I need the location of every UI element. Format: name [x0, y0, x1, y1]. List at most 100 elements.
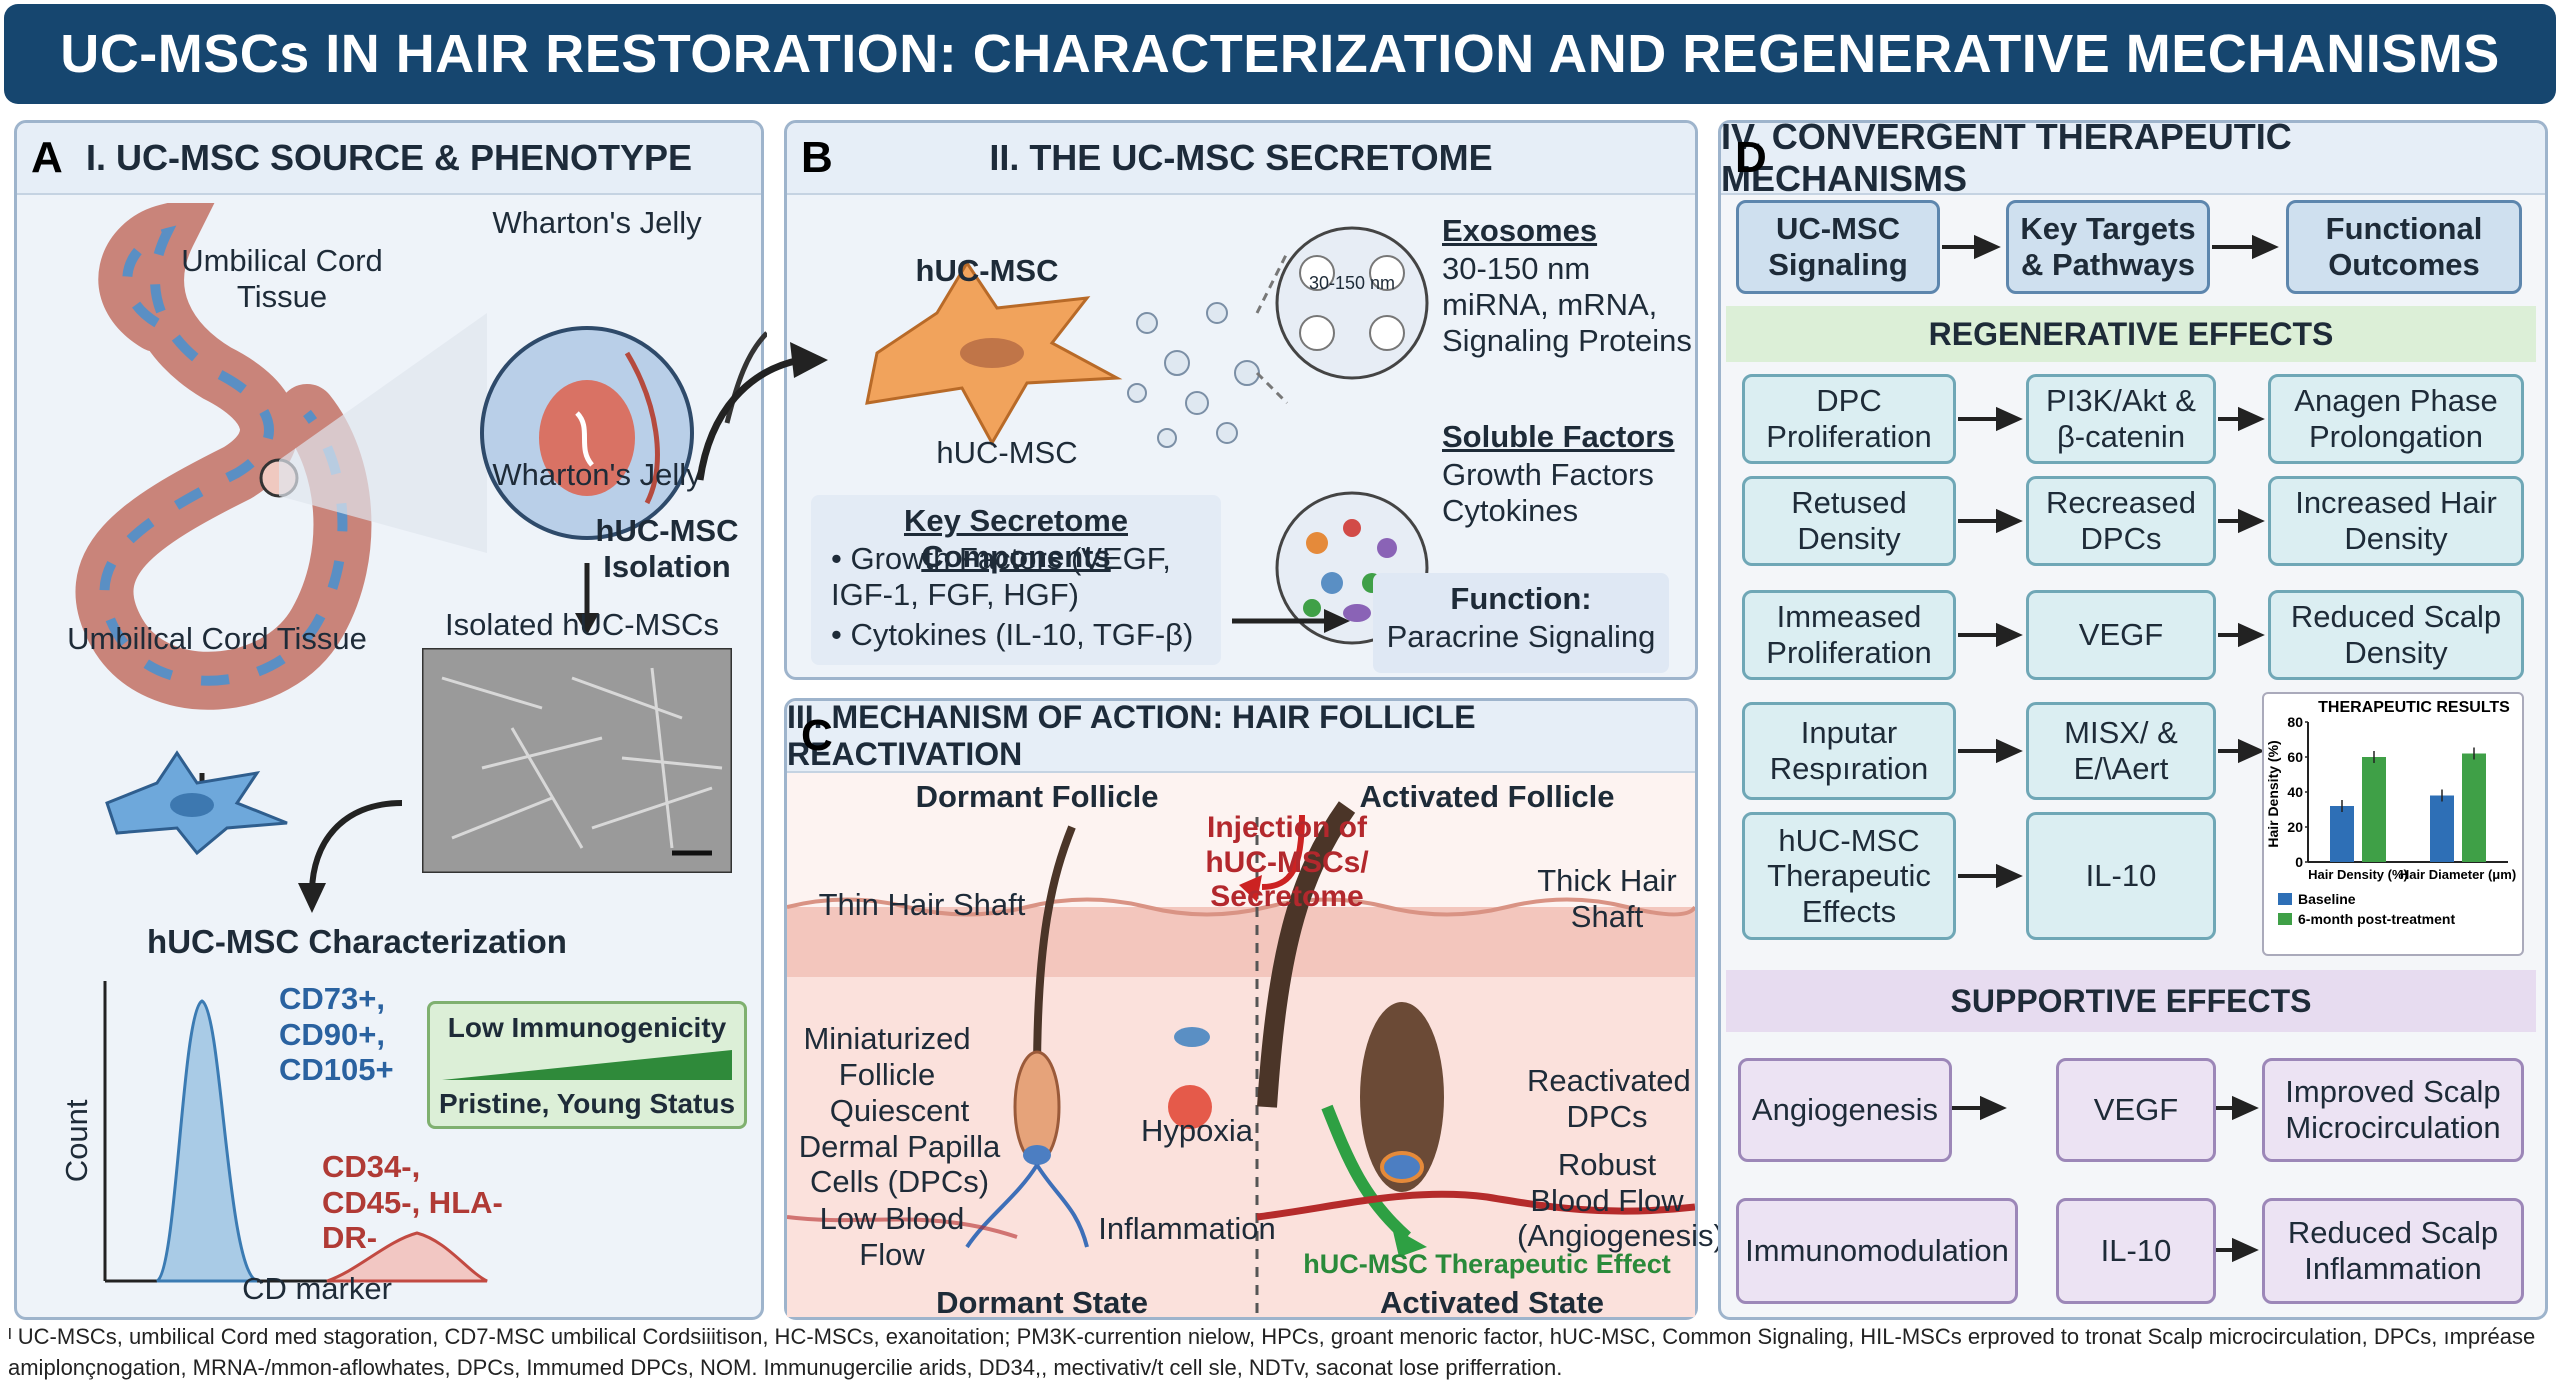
isolation-label: hUC-MSC Isolation — [595, 513, 739, 584]
support-outcome-0: Improved Scalp Microcirculation — [2262, 1058, 2524, 1162]
regen-signal-0: DPC Proliferation — [1742, 374, 1956, 464]
chart-ytick: 60 — [2287, 749, 2303, 765]
chart-legend-swatch — [2278, 913, 2292, 925]
function-desc: Paracrine Signaling — [1386, 619, 1656, 654]
status-label: Pristine, Young Status — [438, 1088, 736, 1119]
chart-ytick: 80 — [2287, 714, 2303, 730]
regen-target-4: IL-10 — [2026, 812, 2216, 940]
panel-c-letter: C — [801, 711, 833, 760]
key-components-title: Key Secretome Components — [903, 503, 1128, 574]
secretome-illustration — [865, 226, 1429, 448]
hypoxia-label: Hypoxia — [1141, 1113, 1253, 1148]
characterization-title: hUC-MSC Characterization — [147, 923, 567, 960]
panel-c-title: III. MECHANISM OF ACTION: HAIR FOLLICLE … — [787, 699, 1695, 773]
curved-arrow-a — [298, 800, 403, 913]
cd-marker-axis-label: CD marker — [242, 1271, 392, 1306]
regen-target-0: PI3K/Akt & β-catenin — [2026, 374, 2216, 464]
regen-target-2: VEGF — [2026, 590, 2216, 680]
follicle-illustration — [787, 801, 1695, 1317]
whartons-jelly-top-label: Wharton's Jelly — [492, 205, 702, 240]
main-title: UC-MSCs IN HAIR RESTORATION: CHARACTERIZ… — [60, 24, 2500, 84]
support-target-1: IL-10 — [2056, 1198, 2216, 1304]
exosomes-title: Exosomes — [1442, 213, 1598, 248]
supportive-band: SUPPORTIVE EFFECTS — [1726, 970, 2536, 1032]
regen-signal-4: hUC-MSC Therapeutic Effects — [1742, 812, 1956, 940]
miniaturized-label: Miniaturized Follicle — [803, 1021, 971, 1092]
whartons-jelly-bottom-label: Wharton's Jelly — [492, 457, 702, 492]
panel-b-letter: B — [801, 133, 833, 182]
chart-category-label: Hair Density (%) — [2308, 867, 2408, 882]
support-signal-1: Immunomodulation — [1736, 1198, 2018, 1304]
activated-state-label: Activated State — [1380, 1285, 1604, 1320]
chart-bar — [2330, 806, 2354, 862]
quiescent-label: Quiescent Dermal Papilla Cells (DPCs) — [798, 1093, 1001, 1200]
injection-label: Injection of hUC-MSCs/ Secretome — [1205, 811, 1369, 913]
regen-outcome-2: Reduced Scalp Density — [2268, 590, 2524, 680]
panel-b-title: II. THE UC-MSC SECRETOME — [787, 123, 1695, 195]
chart-legend-label: Baseline — [2298, 891, 2356, 907]
main-title-banner: UC-MSCs IN HAIR RESTORATION: CHARACTERIZ… — [4, 4, 2556, 104]
panel-d-title: IV. CONVERGENT THERAPEUTIC MECHANISMS — [1721, 116, 2545, 199]
low-blood-flow-label: Low Blood Flow — [819, 1201, 965, 1272]
key-components-box: Key Secretome Components • Growth Factor… — [811, 495, 1221, 665]
function-box: Function: Paracrine Signaling — [1373, 573, 1669, 673]
key-component-cytokines: • Cytokines (IL-10, TGF-β) — [831, 617, 1194, 652]
header-outcomes: Functional Outcomes — [2286, 200, 2522, 294]
immunogenicity-label: Low Immunogenicity — [447, 1012, 727, 1043]
exosomes-size: 30-150 nm — [1442, 251, 1591, 286]
immunogenicity-wedge — [442, 1050, 732, 1080]
support-outcome-1: Reduced Scalp Inflammation — [2262, 1198, 2524, 1304]
panel-b: II. THE UC-MSC SECRETOME B hUC-MSC hUC-M… — [784, 120, 1698, 680]
regenerative-band: REGENERATIVE EFFECTS — [1726, 306, 2536, 362]
chart-ytick: 20 — [2287, 819, 2303, 835]
thick-shaft-label: Thick Hair Shaft — [1537, 863, 1677, 934]
soluble-factors-title: Soluble Factors — [1442, 419, 1675, 454]
dormant-state-label: Dormant State — [936, 1285, 1148, 1320]
regen-outcome-1: Increased Hair Density — [2268, 476, 2524, 566]
panel-a-title: I. UC-MSC SOURCE & PHENOTYPE — [17, 123, 761, 195]
panel-a: I. UC-MSC SOURCE & PHENOTYPE A Umbilical… — [14, 120, 767, 1320]
umbilical-cord-illustration — [75, 203, 767, 823]
function-title: Function: — [1450, 581, 1592, 616]
flow-cytometry-histogram — [103, 981, 488, 1283]
isolated-cells-label: Isolated hUC-MSCs — [445, 607, 719, 642]
chart-legend-label: 6-month post-treatment — [2298, 911, 2455, 927]
panel-c: III. MECHANISM OF ACTION: HAIR FOLLICLE … — [784, 698, 1724, 1320]
regen-target-3: MISX/ & E/\Aert — [2026, 702, 2216, 800]
exosome-inner-label: 30-150 nm — [1308, 273, 1396, 293]
therapeutic-effect-label: hUC-MSC Therapeutic Effect — [1303, 1249, 1671, 1279]
exosomes-desc: miRNA, mRNA, Signaling Proteins — [1442, 287, 1692, 358]
cell-label-bottom: hUC-MSC — [936, 435, 1078, 470]
header-signaling: UC-MSC Signaling — [1736, 200, 1940, 294]
chart-bar — [2430, 795, 2454, 862]
row-arrows — [1942, 234, 2279, 1263]
regen-signal-1: Retused Density — [1742, 476, 1956, 566]
regen-target-1: Recreased DPCs — [2026, 476, 2216, 566]
dormant-follicle-label: Dormant Follicle — [915, 779, 1159, 814]
negative-markers: CD34-, CD45-, HLA-DR- — [322, 1149, 503, 1256]
panel-a-letter: A — [31, 133, 63, 182]
arrow-a-to-b — [696, 342, 828, 481]
cell-label-top: hUC-MSC — [915, 253, 1059, 288]
chart-ylabel: Hair Density (%) — [2265, 740, 2281, 847]
inflammation-label: Inflammation — [1098, 1211, 1276, 1246]
support-signal-0: Angiogenesis — [1738, 1058, 1952, 1162]
activated-follicle-label: Activated Follicle — [1359, 779, 1615, 814]
immunogenicity-box: Low Immunogenicity Pristine, Young Statu… — [427, 1001, 747, 1129]
robust-blood-label: Robust Blood Flow (Angiogenesis) — [1517, 1147, 1724, 1254]
chart-title: THERAPEUTIC RESULTS — [2318, 699, 2510, 716]
regen-signal-3: Inputar Respıration — [1742, 702, 1956, 800]
msc-cell-icon — [105, 750, 288, 856]
chart-legend-swatch — [2278, 893, 2292, 905]
regen-outcome-0: Anagen Phase Prolongation — [2268, 374, 2524, 464]
chart-bar — [2362, 757, 2386, 862]
soluble-factors-desc: Growth Factors Cytokines — [1442, 457, 1654, 528]
chart-bar — [2462, 753, 2486, 862]
panel-d-letter: D — [1735, 133, 1767, 182]
chart-ytick: 40 — [2287, 784, 2303, 800]
footnote: ᴵ UC-MSCs, umbilical Cord med stagoratio… — [8, 1324, 2536, 1380]
positive-markers: CD73+, CD90+, CD105+ — [279, 981, 394, 1088]
key-component-growth: • Growth Factors (VEGF, IGF-1, FGF, HGF) — [831, 541, 1171, 612]
